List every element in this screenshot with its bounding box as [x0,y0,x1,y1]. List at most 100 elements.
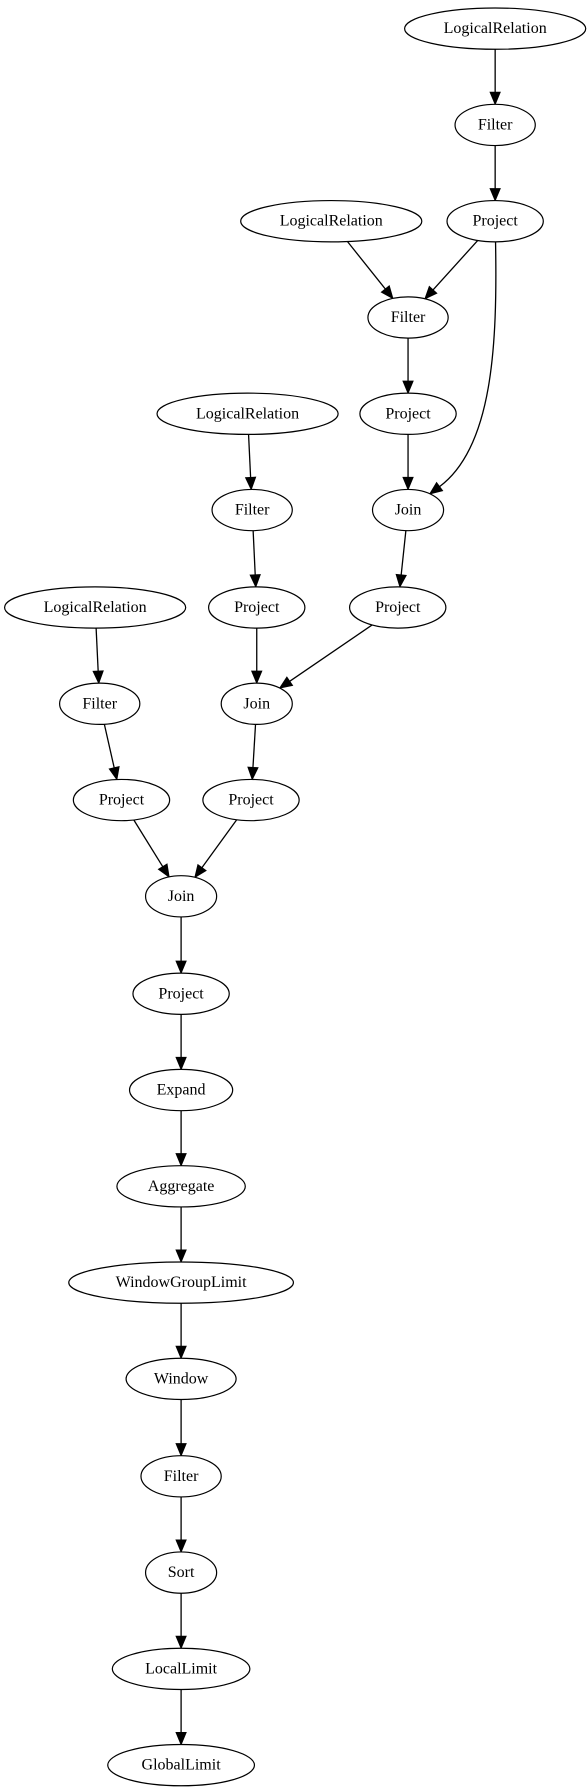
edge-line [346,241,386,290]
arrowhead [489,91,501,106]
node-ellipse [367,296,449,339]
node-ellipse [371,488,445,532]
arrowhead [278,676,294,689]
edge-n3-n5 [424,240,479,300]
edge-line [400,530,407,576]
node-ellipse [116,1165,246,1208]
arrowhead [194,863,207,879]
node-label: Join [243,695,270,712]
edge-n15-n16 [103,724,120,781]
node-ellipse [446,199,544,243]
node-label: Project [385,405,431,422]
node-filter-n23: Filter [140,1455,222,1498]
arrowhead [175,1539,187,1554]
arrowhead [175,1635,187,1650]
node-ellipse [202,778,300,822]
edge-n17-n18 [175,916,187,975]
node-join-n17: Join [144,875,218,918]
edge-n7-n8 [395,530,407,589]
edge-n14-n15 [92,628,104,685]
edge-n16-n17 [133,819,170,879]
node-ellipse [111,1647,251,1691]
node-label: Filter [478,116,513,133]
node-project-n16: Project [72,778,171,822]
arrowhead [244,476,257,491]
edge-n2-n3 [489,145,501,202]
edge-n9-n10 [244,434,257,491]
edge-line [247,434,252,478]
arrowhead [175,1249,187,1264]
edge-line [439,241,497,488]
node-project-n11: Project [208,586,306,629]
node-label: LogicalRelation [444,20,547,37]
node-label: LocalLimit [145,1660,218,1677]
node-ellipse [454,103,536,147]
node-label: Filter [82,695,117,712]
node-join-n7: Join [371,488,445,532]
arrowhead [380,285,394,300]
arrowhead [402,380,414,395]
node-ellipse [140,1455,222,1498]
arrowhead [402,476,414,491]
arrowhead [395,573,407,589]
node-label: Project [472,213,518,230]
edge-line [252,724,257,768]
node-sort-n24: Sort [144,1551,218,1594]
node-label: Project [234,599,280,616]
node-label: LogicalRelation [44,599,147,616]
node-label: Filter [164,1468,199,1485]
node-label: Window [154,1370,209,1387]
node-ellipse [132,972,230,1015]
node-label: Project [375,599,421,616]
edge-n10-n11 [249,530,261,589]
node-label: Sort [168,1564,195,1581]
node-local-limit-n25: LocalLimit [111,1647,251,1691]
node-project-n8: Project [348,586,447,629]
edge-n22-n23 [175,1399,187,1457]
arrowhead [92,670,104,685]
node-window-n22: Window [125,1357,237,1401]
node-label: LogicalRelation [196,405,299,422]
edge-n24-n25 [175,1593,187,1650]
arrowhead [424,285,438,300]
node-label: Project [99,792,145,809]
arrowhead [489,188,501,202]
node-filter-n2: Filter [454,103,536,147]
arrowhead [175,1443,187,1457]
node-label: Project [228,792,274,809]
node-logical-relation-n9: LogicalRelation [156,392,339,436]
node-project-n3: Project [446,199,544,243]
node-filter-n5: Filter [367,296,449,339]
node-aggregate-n20: Aggregate [116,1165,246,1208]
node-expand-n19: Expand [128,1068,234,1112]
node-ellipse [240,199,423,243]
node-label: Join [168,888,195,905]
node-project-n18: Project [132,972,230,1015]
edge-n12-n13 [247,724,259,781]
node-label: WindowGroupLimit [116,1274,247,1291]
edge-line [133,819,164,868]
node-logical-relation-n14: LogicalRelation [3,586,187,629]
node-ellipse [107,1743,256,1787]
edge-n19-n20 [175,1110,187,1167]
node-project-n13: Project [202,778,300,822]
node-filter-n10: Filter [211,488,293,532]
arrowhead [247,766,259,781]
edge-n6-n7 [402,434,414,491]
node-ellipse [156,392,339,436]
edge-n21-n22 [175,1303,187,1360]
node-label: Join [395,502,422,519]
node-ellipse [220,682,293,725]
arrowhead [157,863,170,879]
node-join-n12: Join [220,682,293,725]
edge-line [103,724,115,768]
node-ellipse [128,1068,234,1112]
edge-n25-n26 [175,1689,187,1746]
node-label: Project [158,985,204,1002]
node-logical-relation-n4: LogicalRelation [240,199,423,243]
edges [92,49,501,1746]
node-ellipse [125,1357,237,1401]
arrowhead [428,481,444,495]
edge-line [432,240,479,291]
edge-n3-n7 [428,241,497,495]
